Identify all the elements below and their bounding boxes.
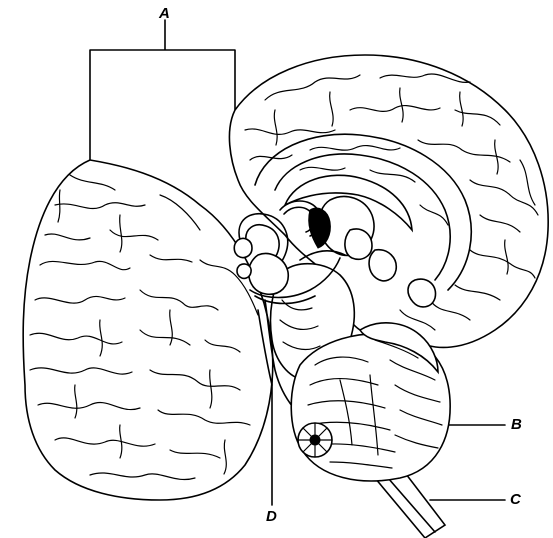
left-hemisphere: [22, 159, 274, 501]
leader-lines: [89, 19, 506, 506]
optic-structures: [233, 200, 346, 305]
label-d: D: [266, 508, 277, 525]
label-b: B: [511, 416, 522, 433]
leader-line-a: [89, 19, 236, 161]
label-a: A: [159, 5, 170, 22]
right-hemisphere: [228, 54, 549, 349]
cerebellum: [290, 322, 451, 482]
label-c: C: [510, 491, 521, 508]
